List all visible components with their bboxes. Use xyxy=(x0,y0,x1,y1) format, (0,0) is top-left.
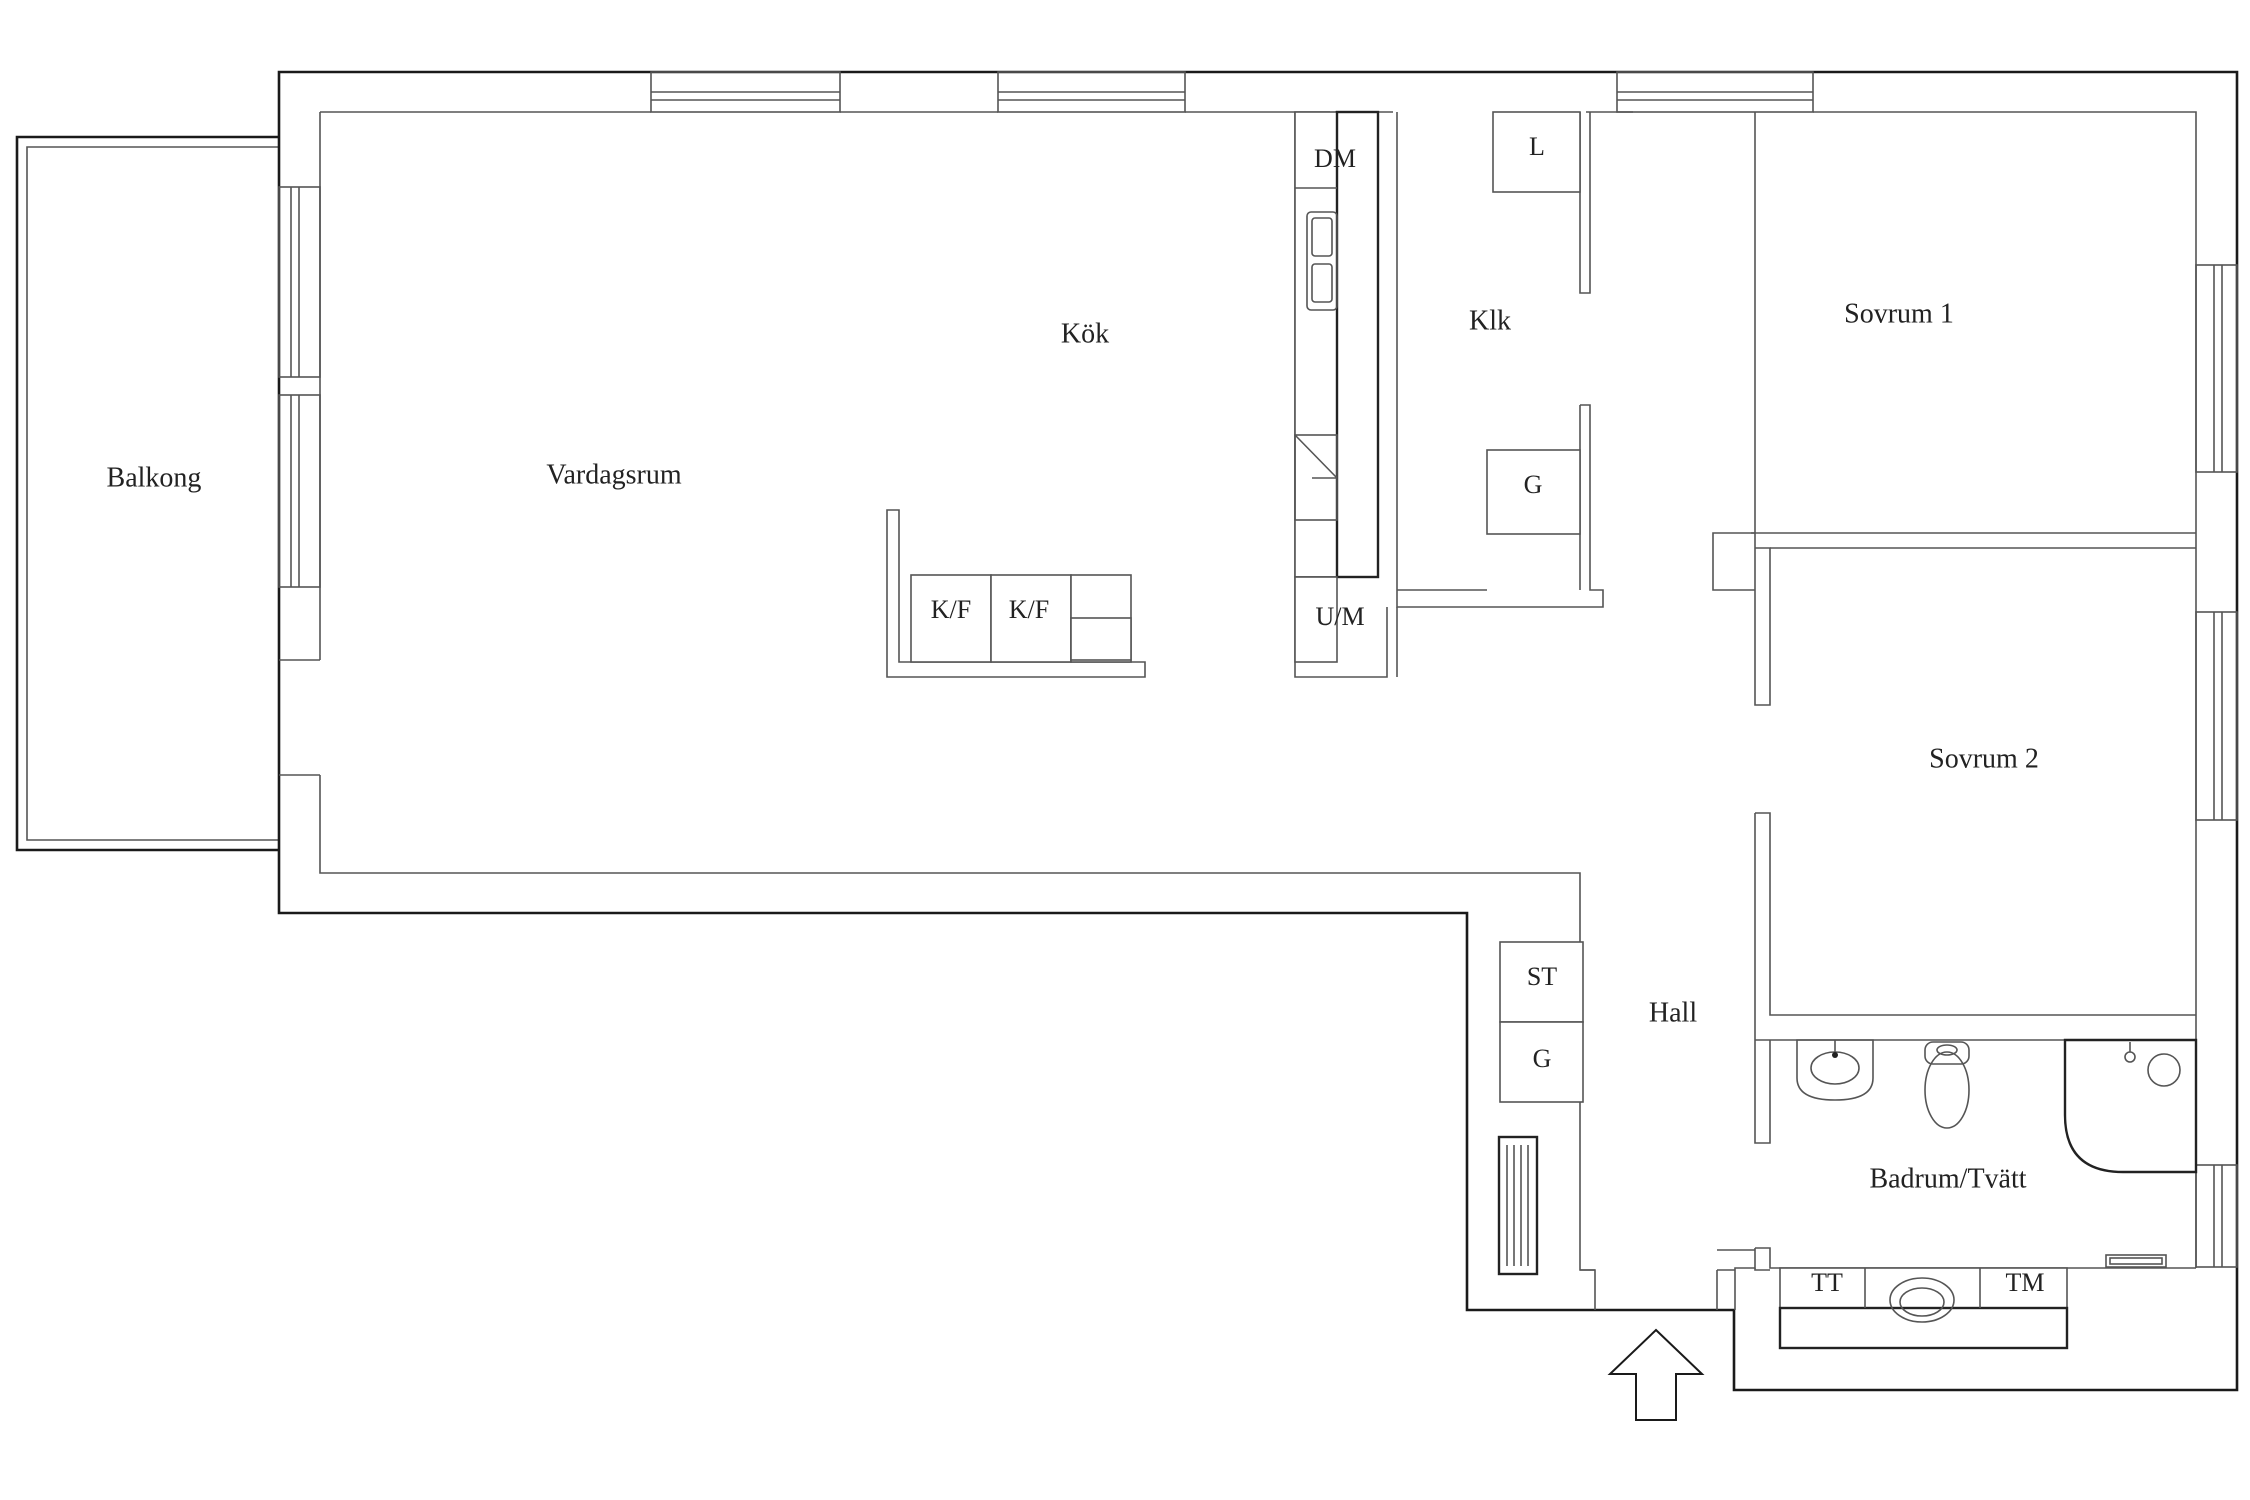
room-label-sovrum-2: Sovrum 2 xyxy=(1929,743,2039,774)
appliance-label-st: ST xyxy=(1527,962,1557,991)
hall-fixtures xyxy=(1497,941,1584,1276)
appliance-label-dm: DM xyxy=(1314,144,1356,173)
basin-icon xyxy=(1889,1277,1955,1323)
appliance-label-hall-g: G xyxy=(1533,1044,1552,1073)
appliance-label-klk-g: G xyxy=(1524,470,1543,499)
toilet-icon xyxy=(1924,1041,1970,1129)
room-label-badrum: Badrum/Tvätt xyxy=(1869,1163,2026,1194)
appliance-label-tt: TT xyxy=(1811,1268,1843,1297)
appliance-label-tm: TM xyxy=(2006,1268,2045,1297)
kitchen-sink-icon xyxy=(1306,211,1338,311)
kitchen-counter xyxy=(1294,110,1380,663)
shower-icon xyxy=(2063,1038,2198,1174)
stove-icon xyxy=(1070,617,1132,661)
sink-icon xyxy=(1796,1039,1874,1101)
room-label-balkong: Balkong xyxy=(107,462,202,493)
floor-drain-icon xyxy=(2105,1254,2167,1268)
room-label-hall: Hall xyxy=(1649,997,1697,1028)
stove-top-icon xyxy=(1294,434,1338,521)
room-label-vardagsrum: Vardagsrum xyxy=(546,459,682,490)
appliance-label-kf-2: K/F xyxy=(1009,595,1049,624)
kitchen-island xyxy=(886,509,1146,678)
room-label-klk: Klk xyxy=(1469,305,1511,336)
windows xyxy=(278,71,2238,1268)
entrance-arrow-icon xyxy=(1607,1328,1705,1421)
room-label-kok: Kök xyxy=(1061,318,1109,349)
radiator-icon xyxy=(1497,1135,1539,1276)
appliance-label-l: L xyxy=(1529,132,1545,161)
appliance-label-um: U/M xyxy=(1315,602,1364,631)
room-labels: Balkong Vardagsrum Kök Klk Sovrum 1 Sovr… xyxy=(107,298,2039,1194)
appliance-label-kf-1: K/F xyxy=(931,595,971,624)
bathroom-fixtures xyxy=(1778,1038,2198,1350)
appliance-labels: DM U/M K/F K/F L G ST G TT TM xyxy=(931,132,2045,1297)
balcony xyxy=(15,135,279,852)
room-label-sovrum-1: Sovrum 1 xyxy=(1844,298,1954,329)
interior-walls xyxy=(1294,112,2196,1310)
closet-fixtures xyxy=(1486,111,1581,535)
